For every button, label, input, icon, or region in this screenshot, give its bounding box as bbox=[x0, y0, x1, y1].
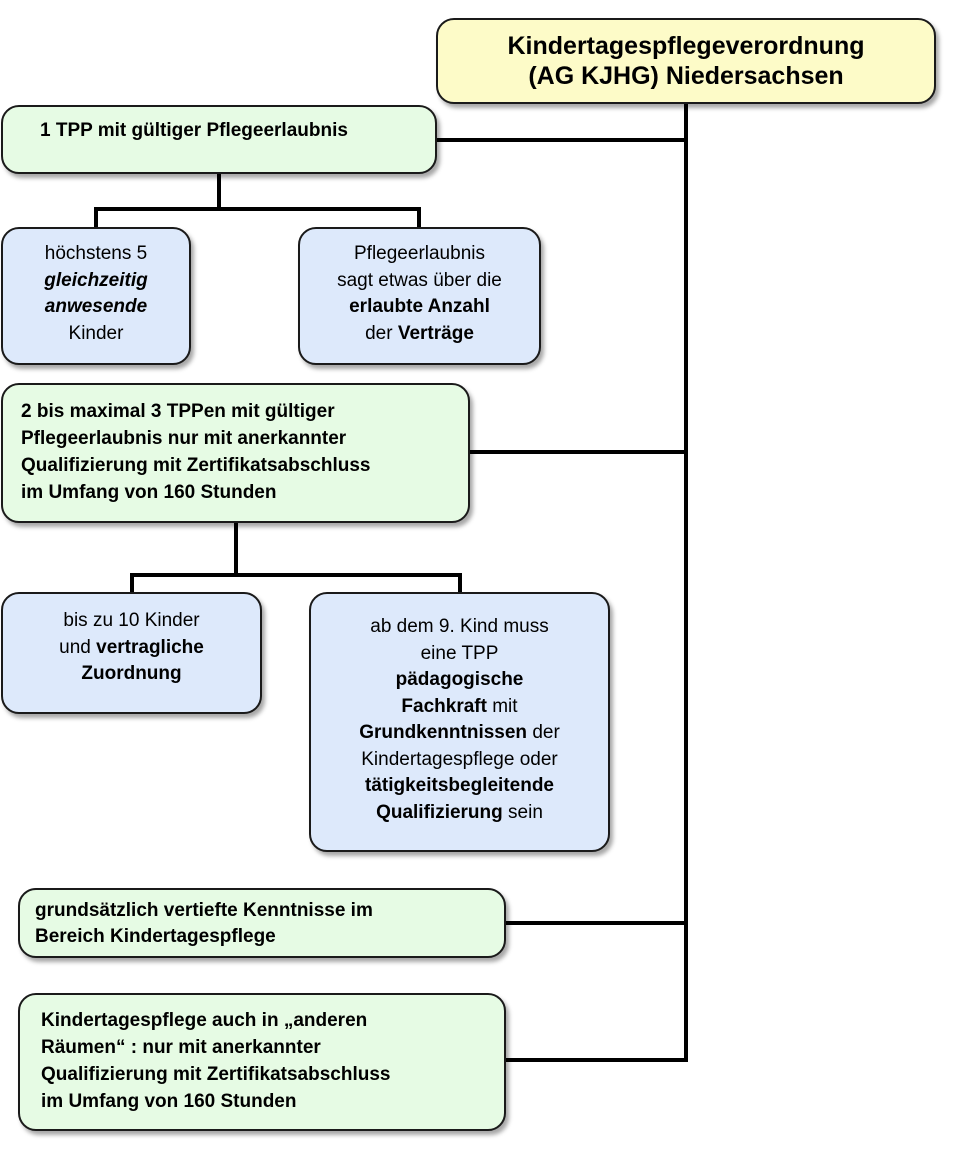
box-2a-line-3: Zuordnung bbox=[81, 663, 182, 684]
box-3-line-1: grundsätzlich vertiefte Kenntnisse im bbox=[35, 900, 373, 921]
box-4-line-2: Räumen“ : nur mit anerkannter bbox=[41, 1037, 321, 1058]
box-2b-line-4-suffix: mit bbox=[486, 695, 518, 717]
box-2b-line-5-bold: Grundkenntnissen bbox=[359, 722, 528, 743]
box-1a-max-children: höchstens 5 gleichzeitig anwesende Kinde… bbox=[1, 227, 191, 365]
box-2b-line-3: pädagogische bbox=[395, 669, 524, 690]
box-4-line-1: Kindertagespflege auch in „anderen bbox=[41, 1010, 368, 1031]
box-2-line-1: 2 bis maximal 3 TPPen mit gültiger bbox=[21, 401, 335, 422]
box-1b-line-4-prefix: der bbox=[365, 322, 398, 344]
box-1b-line-2: sagt etwas über die bbox=[337, 269, 502, 291]
box-2-line-3: Qualifizierung mit Zertifikatsabschluss bbox=[21, 455, 371, 476]
box-2b-line-1: ab dem 9. Kind muss bbox=[370, 616, 549, 637]
box-3-knowledge: grundsätzlich vertiefte Kenntnisse im Be… bbox=[18, 888, 506, 958]
box-2b-line-4: Fachkraft mit bbox=[311, 694, 608, 721]
box-2b-line-8: Qualifizierung sein bbox=[311, 800, 608, 827]
title-line-1: Kindertagespflegeverordnung bbox=[507, 32, 865, 60]
box-1-tpp: 1 TPP mit gültiger Pflegeerlaubnis bbox=[1, 105, 437, 174]
box-2b-line-5-suffix: der bbox=[527, 722, 560, 743]
box-2a-line-2-prefix: und bbox=[59, 636, 97, 658]
box-1b-line-4: der Verträge bbox=[300, 321, 539, 348]
box-2b-line-8-suffix: sein bbox=[502, 801, 543, 823]
box-1b-line-1: Pflegeerlaubnis bbox=[354, 243, 485, 264]
box-2b-line-8-bold: Qualifizierung bbox=[376, 801, 503, 823]
box-2b-line-4-bold: Fachkraft bbox=[401, 695, 487, 717]
box-2a-line-2: und vertragliche bbox=[3, 635, 260, 662]
box-2b-ninth-child: ab dem 9. Kind muss eine TPP pädagogisch… bbox=[309, 592, 610, 852]
title-box: Kindertagespflegeverordnung (AG KJHG) Ni… bbox=[436, 18, 936, 104]
box-1a-line-4: Kinder bbox=[68, 322, 124, 344]
box-2b-line-6: Kindertagespflege oder bbox=[361, 748, 558, 770]
box-1b-permit: Pflegeerlaubnis sagt etwas über die erla… bbox=[298, 227, 541, 365]
box-4-other-rooms: Kindertagespflege auch in „anderen Räume… bbox=[18, 993, 506, 1131]
box-2-line-4: im Umfang von 160 Stunden bbox=[21, 482, 277, 503]
box-2-line-2: Pflegeerlaubnis nur mit anerkannter bbox=[21, 428, 347, 449]
box-1b-line-4-bold: Verträge bbox=[397, 322, 474, 344]
box-1a-line-3: anwesende bbox=[44, 296, 148, 317]
box-1a-line-1: höchstens 5 bbox=[44, 243, 148, 264]
box-1b-line-3: erlaubte Anzahl bbox=[349, 296, 490, 317]
box-4-line-4: im Umfang von 160 Stunden bbox=[41, 1091, 297, 1112]
box-3-line-2: Bereich Kindertagespflege bbox=[35, 926, 276, 947]
box-2b-line-7: tätigkeitsbegleitende bbox=[365, 775, 554, 796]
box-4-line-3: Qualifizierung mit Zertifikatsabschluss bbox=[41, 1064, 391, 1085]
box-1a-line-2: gleichzeitig bbox=[44, 269, 148, 291]
box-2a-line-2-bold: vertragliche bbox=[96, 636, 204, 658]
box-2b-line-5: Grundkenntnissen der bbox=[311, 720, 608, 747]
box-2-tppen: 2 bis maximal 3 TPPen mit gültiger Pfleg… bbox=[1, 383, 470, 523]
box-2a-line-1: bis zu 10 Kinder bbox=[63, 610, 200, 631]
box-2a-ten-children: bis zu 10 Kinder und vertragliche Zuordn… bbox=[1, 592, 262, 714]
box-1-text: 1 TPP mit gültiger Pflegeerlaubnis bbox=[40, 120, 348, 141]
box-2b-line-2: eine TPP bbox=[420, 642, 499, 664]
title-line-2: (AG KJHG) Niedersachsen bbox=[528, 62, 844, 90]
